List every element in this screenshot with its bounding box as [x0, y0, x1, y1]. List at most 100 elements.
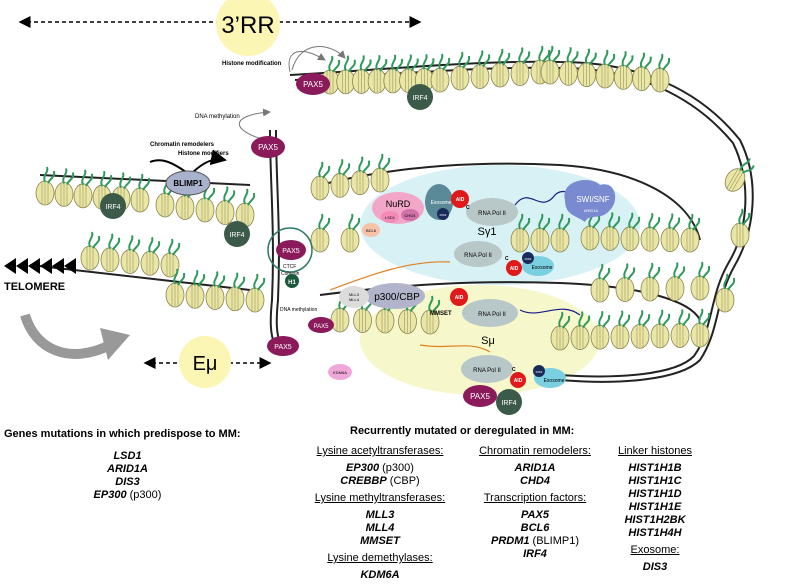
rna-pol-bottom	[461, 355, 513, 383]
nucleosome	[730, 208, 751, 248]
gene-note: (CBP)	[386, 475, 420, 487]
cohesin-label: Cohesin	[281, 271, 300, 277]
predispose-title: Genes mutations in which predispose to M…	[4, 428, 241, 440]
irf4-top-label: IRF4	[412, 95, 427, 102]
nucleosome	[130, 173, 151, 213]
gene-name: PRDM1	[490, 535, 530, 547]
gene-item: HIST1H2BK	[600, 514, 710, 527]
nucleosome	[310, 213, 331, 253]
nucleosome	[367, 54, 388, 94]
nucleosome	[530, 213, 551, 253]
nucleosome	[620, 212, 641, 252]
nucleosome	[185, 269, 206, 309]
irf4-top	[407, 84, 433, 110]
nucleosome	[595, 49, 616, 89]
nucleosome	[510, 47, 531, 86]
swi-snf-complex	[564, 180, 616, 222]
nucleosome	[215, 186, 236, 225]
gene-name: MLL3	[365, 509, 395, 521]
gene-item: LSD1	[0, 450, 255, 463]
gene-note: (BLIMP1)	[529, 535, 580, 547]
mll4-label: MLL4	[349, 297, 360, 302]
nucleosome	[490, 48, 511, 88]
gene-item: MMSET	[290, 535, 470, 548]
nucleosome	[330, 159, 351, 198]
telomere-triangle	[4, 258, 16, 274]
nucleosome	[80, 231, 101, 271]
nucleosome	[450, 51, 471, 91]
dna-methylation-bottom-label: DNA methylation	[280, 307, 317, 313]
gene-item: PRDM1 (BLIMP1)	[470, 535, 600, 548]
telomere-triangle	[40, 258, 52, 274]
nucleosome	[540, 45, 561, 85]
group-genes: KDM6A	[290, 569, 470, 582]
chromatin-remodelers-label: Chromatin remodelers	[150, 142, 215, 148]
rna-transcript-smu	[519, 308, 581, 316]
arid1a-label: ARID1A	[584, 208, 599, 213]
gene-name: LSD1	[113, 450, 142, 462]
dis3-bottom	[533, 365, 545, 377]
group-header: Transcription factors:	[483, 492, 587, 504]
group-header: Chromatin remodelers:	[479, 445, 591, 457]
irf4-bottom-label: IRF4	[501, 400, 516, 407]
h1-blob	[285, 274, 299, 288]
telomere-triangle	[16, 258, 28, 274]
gene-item: MLL3	[290, 509, 470, 522]
nucleosome	[600, 212, 621, 251]
pax5-ctcf-loop	[267, 227, 313, 273]
rotation-arrow	[20, 313, 113, 359]
gene-item: HIST1H1D	[600, 488, 710, 501]
gene-name: IRF4	[523, 548, 547, 560]
emu-label: Eμ	[193, 353, 218, 375]
nucleosome	[470, 50, 491, 89]
group-header: Lysine methyltransferases:	[314, 492, 446, 504]
gene-note: (p300)	[379, 462, 414, 474]
telomere-triangle	[64, 258, 76, 274]
telomere-triangle	[52, 258, 64, 274]
rr-circle	[216, 0, 280, 56]
gene-name: MMSET	[360, 535, 400, 547]
nucleosome	[54, 168, 75, 207]
group-header: Linker histones	[618, 445, 692, 457]
kdm6a-blob	[328, 364, 352, 380]
dna-methylation-top-label: DNA methylation	[195, 114, 240, 120]
gene-name: EP300	[346, 462, 380, 474]
nucleosome	[340, 213, 361, 253]
rna-pol-top-label: RNA Pol II	[478, 211, 506, 217]
histone-modifiers-label: Histone modifiers	[178, 151, 229, 157]
nucleosome	[690, 261, 711, 301]
gene-name: ARID1A	[514, 462, 556, 474]
gene-name: CHD4	[520, 475, 550, 487]
nucleosome	[140, 236, 161, 276]
nucleosome	[690, 308, 711, 348]
irf4-mid-label: IRF4	[229, 232, 244, 239]
gene-item: IRF4	[470, 548, 600, 561]
pax5-bottom-left	[267, 336, 299, 356]
gene-name: CREBBP	[340, 475, 387, 487]
rna-pol-bottom-top	[462, 299, 518, 327]
gene-item: HIST1H4H	[600, 527, 710, 540]
mll3-label: MLL3	[349, 292, 360, 297]
pax5-loop-label: PAX5	[282, 248, 299, 255]
group-genes: EP300 (p300)CREBBP (CBP)	[290, 462, 470, 488]
nucleosome	[650, 53, 671, 93]
p300-cbp-label: p300/CBP	[374, 292, 420, 303]
gene-item: DIS3	[600, 561, 710, 574]
pax5-mid-label: PAX5	[258, 143, 278, 152]
telomere-arrows	[4, 258, 76, 274]
pax5-bottom-label: PAX5	[470, 392, 490, 401]
nucleosome	[350, 156, 371, 196]
aid-bottom-top	[450, 288, 468, 306]
gene-name: PAX5	[521, 509, 549, 521]
nucleosome	[615, 263, 636, 302]
dis3-mid-label: DIS3	[525, 257, 532, 261]
exosome-top-label: Exosome	[431, 200, 452, 206]
rna-pol-bottom-top-label: RNA Pol II	[478, 312, 506, 318]
aid-bottom-label: AID	[514, 378, 523, 384]
pax5-loop	[276, 240, 306, 260]
gene-item: PAX5	[470, 509, 600, 522]
